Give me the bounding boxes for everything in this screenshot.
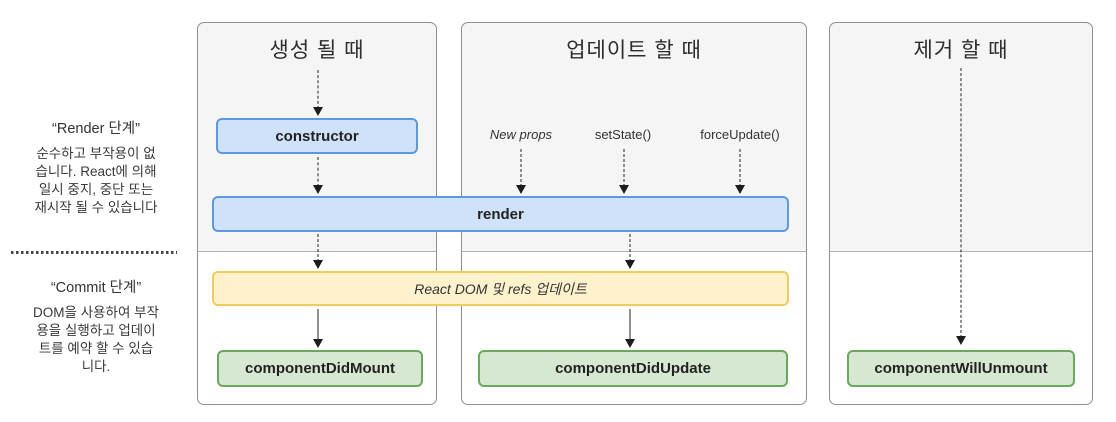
arrow-shaft [960, 68, 962, 338]
arrow-shaft [317, 70, 319, 109]
constructor-box: constructor [216, 118, 418, 154]
phase-divider-dotted-line [11, 251, 177, 254]
render-phase-text-line: 재시작 될 수 있습니다 [34, 200, 158, 215]
arrowhead-icon [625, 260, 635, 269]
component-did-update-box: componentDidUpdate [478, 350, 788, 387]
render-phase-text-line: 순수하고 부작용이 없 [36, 146, 156, 161]
mount-panel-phase-line [198, 251, 436, 252]
commit-phase-text-line: DOM을 사용하여 부작 [33, 305, 159, 320]
render-phase-title: “Render 단계” [52, 121, 140, 137]
component-will-unmount-box: componentWillUnmount [847, 350, 1075, 387]
arrow-shaft [629, 309, 631, 341]
arrow-mount-header-to-constructor [312, 70, 324, 116]
unmount-panel-header: 제거 할 때 [913, 39, 1009, 62]
arrow-shaft [317, 234, 319, 262]
react-dom-refs-update-box: React DOM 및 refs 업데이트 [212, 271, 789, 306]
update-panel-phase-line [462, 251, 806, 252]
commit-phase-text-line: 트를 예약 할 수 있습 [38, 341, 154, 356]
component-did-mount-box: componentDidMount [217, 350, 423, 387]
arrow-shaft [520, 149, 522, 187]
arrowhead-icon [313, 185, 323, 194]
arrow-dom-update-to-component-did-update [624, 309, 636, 348]
arrow-unmount-header-to-component-will-unmount [955, 68, 967, 345]
trigger-set-state: setState() [594, 127, 652, 142]
mount-panel-header: 생성 될 때 [269, 39, 365, 62]
commit-phase-title: “Commit 단계” [50, 280, 142, 296]
render-phase-text-line: 습니다. React에 의해 [35, 164, 157, 179]
trigger-new-props: New props [489, 127, 553, 142]
commit-phase-text-line: 용을 실행하고 업데이 [36, 323, 156, 338]
arrowhead-icon [619, 185, 629, 194]
arrow-new-props-to-render [515, 149, 527, 194]
arrow-shaft [317, 157, 319, 187]
arrowhead-icon [625, 339, 635, 348]
arrow-render-to-dom-update-update [624, 234, 636, 269]
arrow-force-update-to-render [734, 149, 746, 194]
arrow-shaft [629, 234, 631, 262]
arrowhead-icon [313, 260, 323, 269]
arrowhead-icon [735, 185, 745, 194]
update-panel-header: 업데이트 할 때 [566, 39, 702, 62]
trigger-force-update: forceUpdate() [700, 127, 780, 142]
arrow-dom-update-to-component-did-mount [312, 309, 324, 348]
arrow-shaft [623, 149, 625, 187]
arrowhead-icon [313, 339, 323, 348]
render-box: render [212, 196, 789, 232]
arrowhead-icon [516, 185, 526, 194]
commit-phase-note: “Commit 단계” DOM을 사용하여 부작 용을 실행하고 업데이 트를 … [8, 276, 184, 376]
arrowhead-icon [313, 107, 323, 116]
arrow-shaft [317, 309, 319, 341]
render-phase-note: “Render 단계” 순수하고 부작용이 없 습니다. React에 의해 일… [8, 117, 184, 217]
commit-phase-text-line: 니다. [81, 359, 111, 374]
arrow-set-state-to-render [618, 149, 630, 194]
render-phase-text-line: 일시 중지, 중단 또는 [38, 182, 154, 197]
arrow-shaft [739, 149, 741, 187]
arrowhead-icon [956, 336, 966, 345]
arrow-render-to-dom-update-mount [312, 234, 324, 269]
arrow-constructor-to-render [312, 157, 324, 194]
